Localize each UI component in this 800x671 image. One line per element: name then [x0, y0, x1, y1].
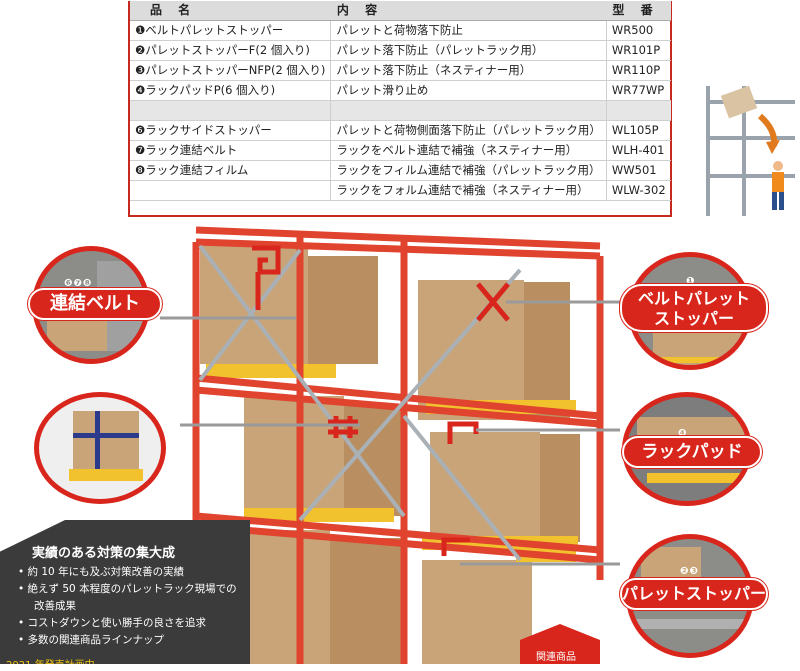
cell-content: ラックをベルト連結で補強（ネスティナー用）	[330, 140, 607, 161]
cell-content: パレット落下防止（ネスティナー用）	[330, 60, 607, 81]
callout-rack-pad-label[interactable]: ラックパッド	[622, 436, 762, 468]
cell-name: ❹ラックパッドP(6 個入り)	[130, 80, 332, 101]
features-panel: 実績のある対策の集大成 約 10 年にも及ぶ対策改善の実績 絶えず 50 本程度…	[0, 520, 250, 664]
table-header-row: 品 名 内 容 型 番	[130, 1, 671, 21]
cell-model: WLH-401	[606, 140, 671, 161]
table-row: ❷パレットストッパーF(2 個入り)パレット落下防止（パレットラック用）WR10…	[130, 40, 671, 61]
callout-pallet-stopper-label[interactable]: パレットストッパー	[620, 578, 768, 610]
callout-belt-stopper-number: ❶	[686, 276, 696, 287]
features-title: 実績のある対策の集大成	[32, 546, 176, 561]
rack-fall-illustration	[706, 85, 795, 216]
cell-model: WR101P	[606, 40, 671, 61]
list-item: コストダウンと使い勝手の良さを追求	[18, 615, 248, 632]
list-item-continuation: 改善成果	[34, 600, 76, 612]
cell-model: WR77WP	[606, 80, 671, 101]
callout-belt-label[interactable]: 連結ベルト	[28, 288, 162, 320]
list-item: 約 10 年にも及ぶ対策改善の実績	[18, 564, 248, 581]
cell-content: ラックをフィルム連結で補強（パレットラック用）	[330, 160, 607, 181]
table-row: ❽ラック連結フィルムラックをフィルム連結で補強（パレットラック用）WW501	[130, 160, 671, 181]
cell-model: WLW-302	[606, 180, 671, 201]
features-list: 約 10 年にも及ぶ対策改善の実績 絶えず 50 本程度のパレットラック現場での…	[18, 564, 248, 649]
cell-model: WR500	[606, 20, 671, 41]
table-row: ❼ラック連結ベルトラックをベルト連結で補強（ネスティナー用）WLH-401	[130, 140, 671, 161]
table-row	[130, 100, 671, 121]
callout-belt-stopper-label[interactable]: ベルトパレット ストッパー	[620, 284, 768, 332]
callout-wrapped-box-circle	[34, 392, 166, 504]
cell-model	[606, 100, 671, 121]
column-header-model: 型 番	[606, 1, 671, 21]
cell-content: パレットと荷物側面落下防止（パレットラック用）	[330, 120, 607, 141]
cell-content: ラックをフォルム連結で補強（ネスティナー用）	[330, 180, 607, 201]
column-header-content: 内 容	[330, 1, 607, 21]
pallet-rack-illustration	[160, 220, 620, 664]
list-item: 絶えず 50 本程度のパレットラック現場での	[18, 581, 248, 598]
callout-rack-pad-number: ❹	[678, 428, 688, 439]
release-note: 2021 年発売計画中。	[6, 660, 105, 671]
cell-name: ❻ラックサイドストッパー	[130, 120, 332, 141]
cell-name: ❽ラック連結フィルム	[130, 160, 332, 181]
callout-belt-numbers: ❻❼❽	[64, 278, 93, 289]
table-row: ラックをフォルム連結で補強（ネスティナー用）WLW-302	[130, 180, 671, 201]
cell-content: パレット滑り止め	[330, 80, 607, 101]
callout-belt-stopper-label-line1: ベルトパレット	[637, 289, 750, 308]
cell-name	[130, 100, 332, 121]
cell-name: ❸パレットストッパーNFP(2 個入り)	[130, 60, 332, 81]
cell-content: パレットと荷物落下防止	[330, 20, 607, 41]
cell-model: WL105P	[606, 120, 671, 141]
cell-name: ❶ベルトパレットストッパー	[130, 20, 332, 41]
table-row: ❻ラックサイドストッパーパレットと荷物側面落下防止（パレットラック用）WL105…	[130, 120, 671, 141]
related-products-label: 関連商品	[536, 652, 576, 663]
cell-name: ❷パレットストッパーF(2 個入り)	[130, 40, 332, 61]
table-row: ❸パレットストッパーNFP(2 個入り)パレット落下防止（ネスティナー用）WR1…	[130, 60, 671, 81]
cell-model: WR110P	[606, 60, 671, 81]
cell-content: パレット落下防止（パレットラック用）	[330, 40, 607, 61]
cell-name	[130, 180, 332, 201]
cell-name: ❼ラック連結ベルト	[130, 140, 332, 161]
column-header-name: 品 名	[130, 1, 331, 21]
callout-pallet-stopper-numbers: ❷❸	[680, 566, 699, 577]
cell-model: WW501	[606, 160, 671, 181]
cell-content	[330, 100, 607, 121]
list-item: 多数の関連商品ラインナップ	[18, 632, 248, 649]
callout-belt-stopper-label-line2: ストッパー	[653, 309, 734, 328]
